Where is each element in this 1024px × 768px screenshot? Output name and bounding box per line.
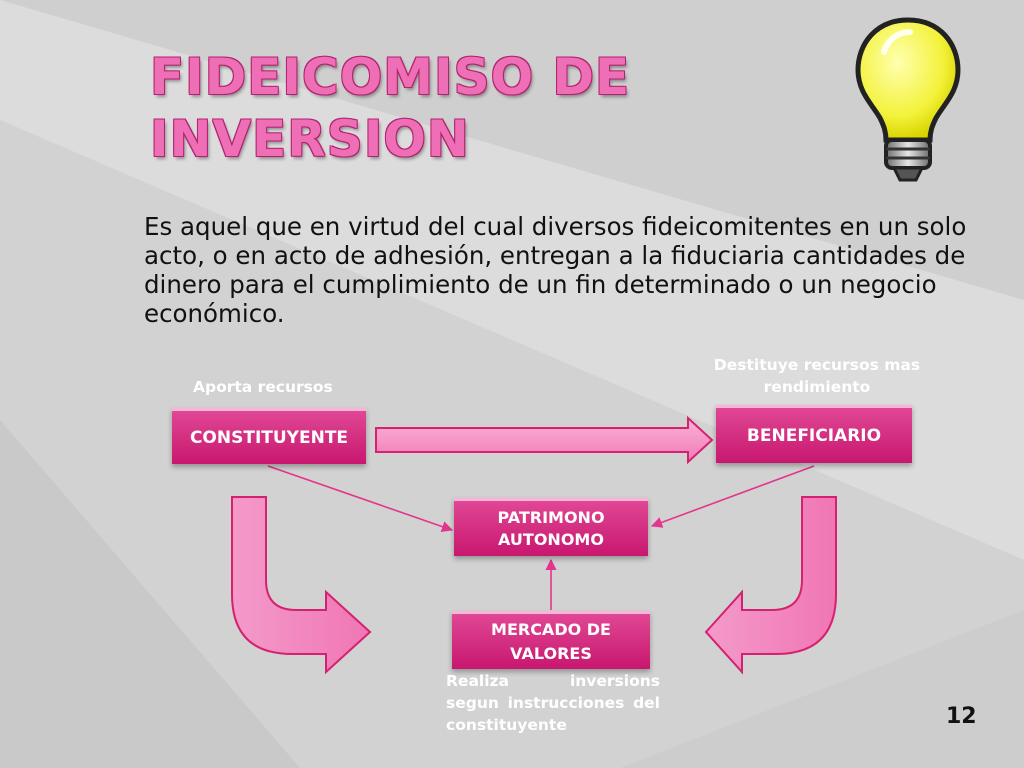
light-bulb-icon [855,17,961,182]
line-beneficiario-patrimonio [650,465,815,528]
node-mercado-de-valores: MERCADO DE VALORES [452,611,650,669]
hook-arrow-right [704,496,837,675]
node-patrimonio-autonomo: PATRIMONO AUTONOMO [454,498,648,556]
label-destituye-recursos: Destituye recursos mas rendimiento [713,356,921,396]
node-constituyente: CONSTITUYENTE [172,408,366,464]
slide-title: FIDEICOMISO DE INVERSION [150,48,631,168]
label-aporta-recursos: Aporta recursos [193,378,333,396]
arrow-constituyente-beneficiario [375,415,714,465]
node-beneficiario: BENEFICIARIO [716,405,912,463]
hook-arrow-left [231,496,372,675]
label-realiza-inversiones: Realiza inversions segun instrucciones d… [446,672,660,734]
page-number: 12 [946,704,977,729]
line-constituyente-patrimonio [267,465,454,532]
definition-text: Es aquel que en virtud del cual diversos… [144,212,967,328]
